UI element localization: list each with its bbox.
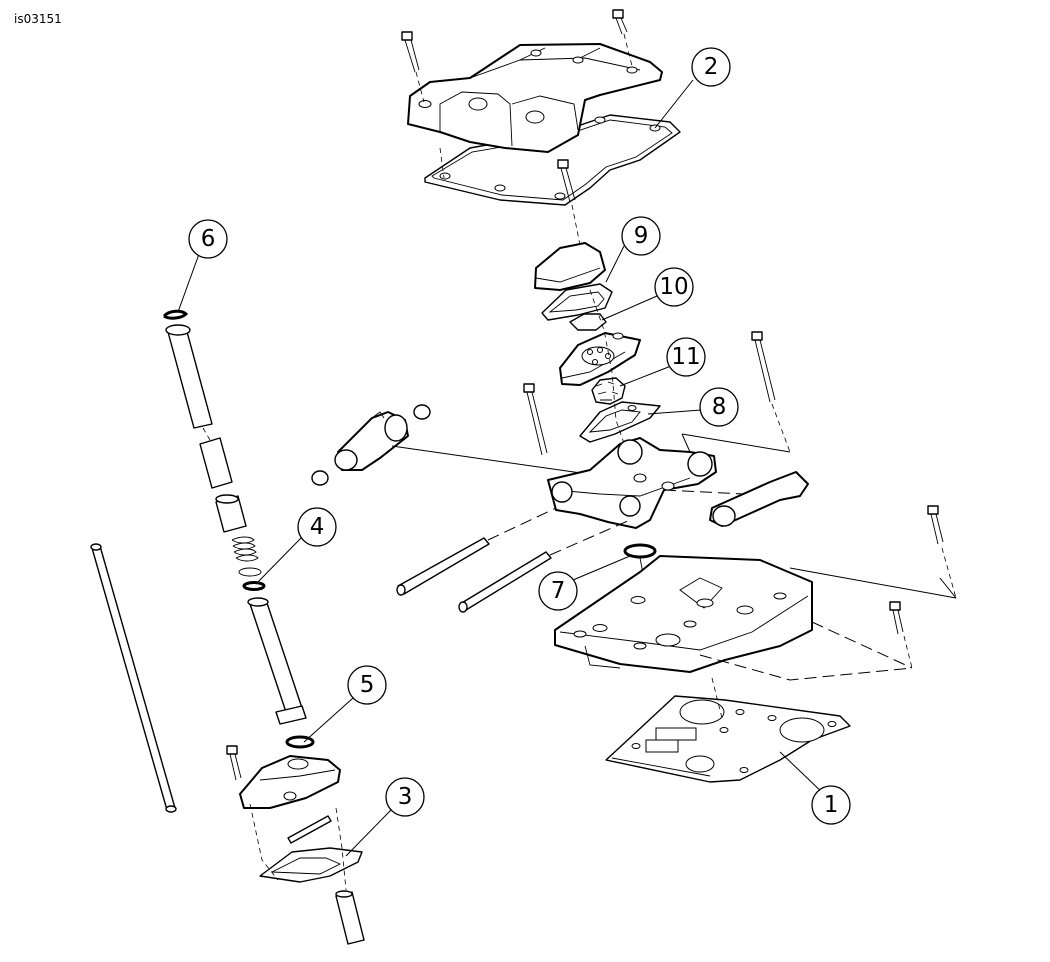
spring: [231, 536, 259, 562]
callout-10: 10: [654, 267, 694, 307]
svg-text:5: 5: [360, 672, 375, 698]
rocker-support: [547, 437, 717, 529]
rocker-cover: [401, 9, 681, 256]
rocker-arm-front: [311, 404, 431, 486]
callout-3: 3: [385, 777, 425, 817]
svg-text:7: 7: [551, 578, 566, 604]
tube-sleeve: [199, 437, 233, 489]
svg-text:11: 11: [671, 344, 700, 370]
callout-6: 6: [188, 219, 228, 259]
breather-cover: [534, 242, 606, 291]
svg-text:9: 9: [634, 223, 649, 249]
svg-text:3: 3: [398, 784, 413, 810]
tappet-gasket: [259, 847, 363, 883]
callout-5: 5: [347, 665, 387, 705]
upper-pushrod-tube: [165, 324, 213, 429]
tappet-cover: [239, 755, 341, 809]
figure-id: is03151: [14, 12, 62, 26]
breather-gasket-lower: [579, 401, 661, 443]
rocker-housing-base: [554, 555, 813, 673]
pushrod: [90, 543, 177, 813]
svg-text:10: 10: [659, 274, 688, 300]
lower-pushrod-tube: [247, 597, 307, 725]
washer: [238, 567, 262, 577]
svg-text:8: 8: [712, 394, 727, 420]
svg-text:2: 2: [704, 54, 719, 80]
breather-gasket: [541, 283, 613, 321]
support-bolt: [751, 331, 791, 453]
callout-4: 4: [297, 507, 337, 547]
base-bolt: [889, 601, 913, 669]
svg-text:1: 1: [824, 792, 839, 818]
o-ring: [242, 581, 266, 591]
tappet-bolt: [226, 745, 242, 781]
o-ring: [623, 543, 657, 559]
rocker-shaft: [396, 537, 490, 596]
dowel-pin: [287, 815, 332, 844]
rocker-arm-rear: [709, 471, 809, 527]
callout-11: 11: [666, 337, 706, 377]
o-ring: [285, 735, 315, 749]
cover-bolt: [557, 159, 583, 256]
retaining-clip: [162, 309, 189, 320]
callout-7: 7: [538, 571, 578, 611]
hydraulic-lifter: [335, 890, 365, 945]
rocker-shaft: [458, 551, 552, 613]
head-gasket: [605, 695, 851, 783]
cover-bolt: [612, 9, 633, 67]
cup: [215, 494, 247, 533]
breather-baffle: [559, 332, 641, 386]
svg-text:4: 4: [310, 514, 325, 540]
umbrella-valve: [591, 377, 626, 405]
callout-9: 9: [621, 216, 661, 256]
callout-8: 8: [699, 387, 739, 427]
support-bolt: [523, 383, 548, 456]
cover-bolt: [401, 31, 425, 103]
svg-text:6: 6: [201, 226, 216, 252]
breather-filter: [569, 313, 607, 331]
base-bolt: [927, 505, 957, 599]
callout-1: 1: [811, 785, 851, 825]
callout-2: 2: [691, 47, 731, 87]
